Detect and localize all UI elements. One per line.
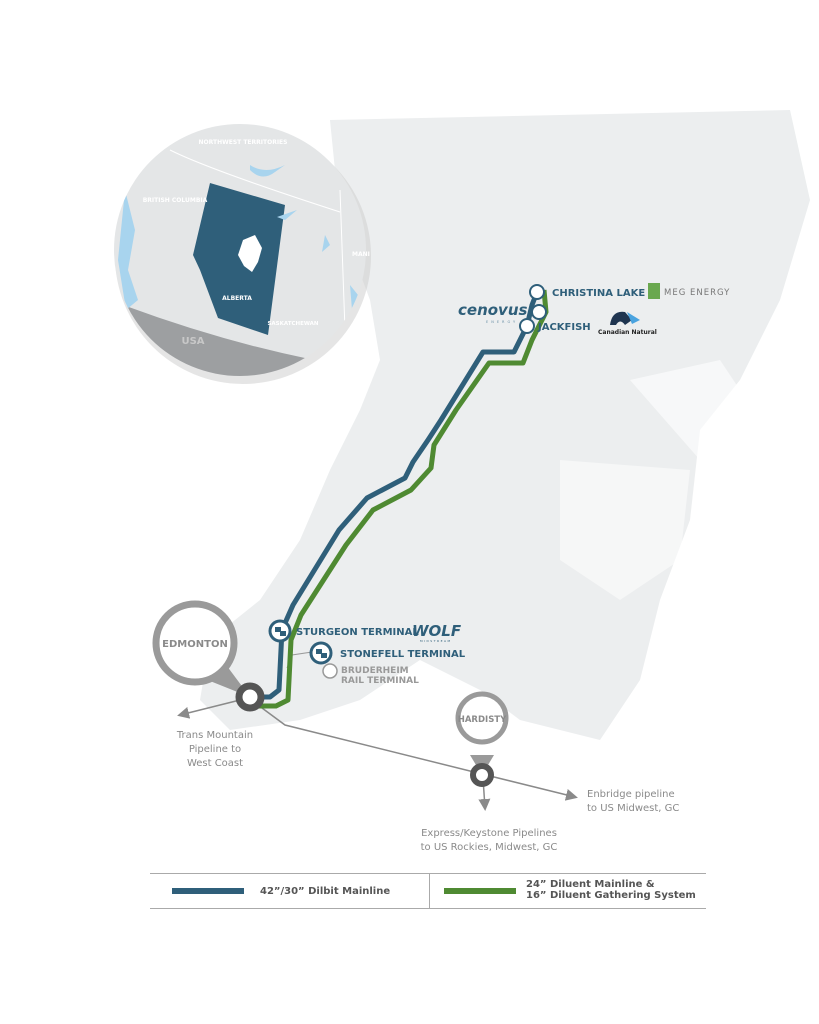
trans-mountain-line-1: Trans Mountain	[176, 730, 253, 741]
hardisty-hub: HARDISTY	[455, 691, 509, 787]
legend-dilbit-label: 42”/30” Dilbit Mainline	[260, 886, 391, 897]
wolf-midstream-logo: WOLF MIDSTREAM	[412, 622, 462, 643]
dilbit-pipeline	[250, 291, 540, 700]
inset-map: NORTHWEST TERRITORIES BRITISH COLUMBIA A…	[114, 124, 371, 384]
svg-text:MEG ENERGY: MEG ENERGY	[664, 288, 730, 298]
jackfish-label: JACKFISH	[537, 322, 591, 333]
svg-text:Canadian Natural: Canadian Natural	[598, 329, 657, 336]
landmass	[200, 110, 810, 740]
bruderheim-label: BRUDERHEIM	[341, 666, 409, 676]
stonefell-terminal-label: STONEFELL TERMINAL	[340, 649, 466, 660]
sturgeon-terminal-label: STURGEON TERMINAL	[296, 627, 419, 638]
alberta-shape	[193, 183, 285, 335]
stonefell-terminal-marker	[309, 641, 333, 665]
inset-label-alberta: ALBERTA	[222, 295, 252, 302]
jackfish-marker	[519, 318, 535, 334]
trans-mountain-line-3: West Coast	[187, 758, 243, 769]
svg-text:WOLF: WOLF	[412, 622, 462, 640]
legend: 42”/30” Dilbit Mainline 24” Diluent Main…	[150, 873, 706, 909]
svg-text:cenovus: cenovus	[458, 301, 528, 319]
canadian-natural-logo: Canadian Natural	[598, 311, 657, 336]
christina-lake-marker	[529, 284, 545, 300]
inset-label-usa: USA	[181, 336, 204, 347]
enbridge-line-1: Enbridge pipeline	[587, 789, 675, 800]
inset-label-bc: BRITISH COLUMBIA	[143, 197, 208, 204]
hardisty-label: HARDISTY	[458, 715, 507, 725]
svg-text:MIDSTREAM: MIDSTREAM	[420, 639, 452, 643]
svg-text:ENERGY: ENERGY	[486, 320, 518, 324]
bruderheim-marker	[322, 663, 338, 679]
enbridge-line-2: to US Midwest, GC	[587, 803, 679, 814]
cenovus-logo: cenovus ENERGY	[458, 301, 528, 324]
edmonton-hardisty-line	[261, 707, 578, 801]
express-line-1: Express/Keystone Pipelines	[421, 828, 557, 839]
meg-energy-logo: MEG ENERGY	[648, 283, 730, 299]
sturgeon-terminal-marker	[268, 619, 292, 643]
diluent-pipeline	[255, 289, 549, 709]
edmonton-label: EDMONTON	[162, 639, 228, 650]
legend-divider	[429, 874, 430, 908]
legend-dilbit-swatch	[172, 888, 244, 894]
legend-diluent-label-1: 24” Diluent Mainline &	[526, 879, 655, 890]
legend-diluent-swatch	[444, 888, 516, 894]
legend-diluent-label-2: 16” Diluent Gathering System	[526, 890, 696, 901]
express-line-2: to US Rockies, Midwest, GC	[421, 842, 558, 853]
site-marker	[531, 304, 547, 320]
christina-lake-label: CHRISTINA LAKE	[552, 288, 645, 299]
bruderheim-label-2: RAIL TERMINAL	[341, 676, 419, 686]
edmonton-hub: EDMONTON	[152, 600, 265, 712]
inset-label-manitoba: MANI	[352, 251, 370, 258]
inset-label-nwt: NORTHWEST TERRITORIES	[199, 139, 288, 146]
inset-label-sask: SASKATCHEWAN	[267, 321, 318, 327]
trans-mountain-line-2: Pipeline to	[189, 744, 241, 755]
